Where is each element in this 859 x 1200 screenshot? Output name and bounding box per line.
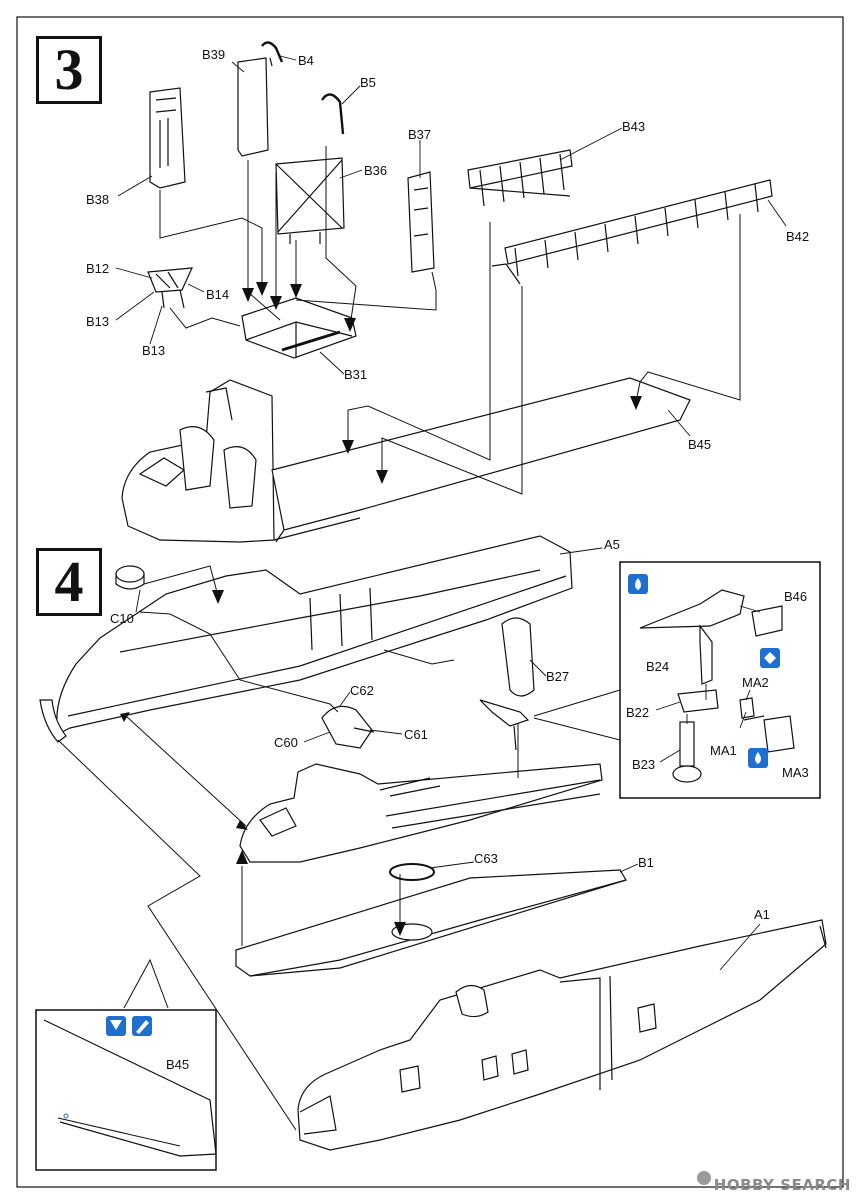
- hobby-search-logo-icon: [697, 1171, 711, 1185]
- part-label-b42: B42: [786, 229, 810, 244]
- part-label-a1: A1: [754, 907, 770, 922]
- step-4-number: 4: [36, 548, 102, 616]
- part-label-b13-b: B13: [142, 343, 166, 358]
- step-3-number: 3: [36, 36, 102, 104]
- step3-assembly: [121, 41, 773, 543]
- glue-icon: [132, 1016, 152, 1036]
- paint-drop-icon-2: [748, 748, 768, 768]
- part-label-b12: B12: [86, 261, 110, 276]
- step4-leader-lines: [57, 565, 621, 1131]
- watermark: HOBBY SEARCH: [713, 1176, 851, 1194]
- gun-inset-leaders: [655, 605, 761, 763]
- part-label-b39: B39: [202, 47, 226, 62]
- step-4-label: 4: [54, 549, 84, 614]
- part-label-b46: B46: [784, 589, 808, 604]
- b45-detail-inset: [35, 958, 217, 1171]
- part-label-b14: B14: [206, 287, 230, 302]
- part-label-c61: C61: [404, 727, 428, 742]
- step3-leader-lines: [159, 146, 741, 495]
- part-label-b1: B1: [638, 855, 654, 870]
- step4-arrows: [120, 590, 406, 936]
- step-3-label: 3: [54, 37, 84, 102]
- flip-part-icon: [760, 648, 780, 668]
- part-label-a5: A5: [604, 537, 620, 552]
- part-label-b43: B43: [622, 119, 646, 134]
- gun-parts: [639, 589, 795, 783]
- page-frame: [16, 16, 844, 1188]
- part-label-ma3: MA3: [782, 765, 809, 780]
- part-label-b36: B36: [364, 163, 388, 178]
- sand-icon: [106, 1016, 126, 1036]
- part-label-b38: B38: [86, 192, 110, 207]
- part-label-c62: C62: [350, 683, 374, 698]
- part-label-b37: B37: [408, 127, 432, 142]
- step3-arrows: [242, 282, 642, 484]
- part-label-b22: B22: [626, 705, 650, 720]
- step4-label-leaders: [135, 547, 761, 971]
- part-label-b24: B24: [646, 659, 670, 674]
- part-label-ma1: MA1: [710, 743, 737, 758]
- part-label-c60: C60: [274, 735, 298, 750]
- part-label-b23: B23: [632, 757, 656, 772]
- part-label-c63: C63: [474, 851, 498, 866]
- step3-label-leaders: [115, 55, 787, 437]
- part-label-b13-a: B13: [86, 314, 110, 329]
- part-label-b45-inset: B45: [166, 1057, 190, 1072]
- part-label-b45: B45: [688, 437, 712, 452]
- part-label-ma2: MA2: [742, 675, 769, 690]
- step4-assembly: [39, 535, 827, 1151]
- part-label-b31: B31: [344, 367, 368, 382]
- part-label-b5: B5: [360, 75, 376, 90]
- part-label-b4: B4: [298, 53, 314, 68]
- part-label-c10: C10: [110, 611, 134, 626]
- paint-drop-icon: [628, 574, 648, 594]
- part-label-b27: B27: [546, 669, 570, 684]
- mounted-gun: [479, 699, 530, 751]
